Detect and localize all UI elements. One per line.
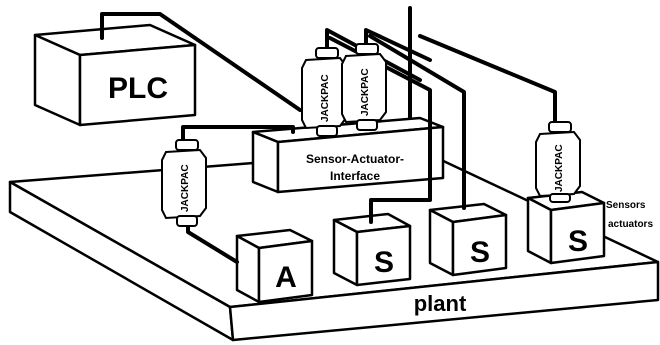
jackpac-top-2: JACKPAC	[341, 43, 387, 131]
jackpac-top-1: JACKPAC	[301, 47, 347, 137]
jackpac-left-label: JACKPAC	[180, 164, 191, 212]
jackpac-left: JACKPAC	[161, 139, 207, 227]
jackpac-right-label: JACKPAC	[554, 144, 565, 192]
cable-module-s2	[368, 34, 466, 210]
jackpac-right: JACKPAC	[535, 121, 581, 203]
jackpac-top-1-label: JACKPAC	[320, 74, 331, 122]
cable-interface-left-jackpac	[181, 125, 295, 146]
jackpac-top-2-label: JACKPAC	[360, 68, 371, 116]
module-a-label: A	[275, 261, 297, 294]
module-s2-label: S	[470, 236, 490, 269]
module-s3-label: S	[568, 225, 588, 258]
actuator-module-a	[235, 228, 314, 304]
cable-top-jackpac-1	[325, 28, 422, 82]
sensor-module-2	[428, 202, 508, 277]
cable-module-s3	[418, 34, 557, 137]
module-s1-label: S	[374, 246, 394, 279]
plant-label: plant	[414, 291, 467, 316]
plc-label: PLC	[108, 72, 168, 105]
sensor-module-1	[332, 212, 412, 287]
interface-label-line2: Interface	[330, 169, 380, 183]
sensors-label: Sensors	[606, 200, 646, 211]
interface-box	[251, 116, 445, 194]
cable-plc-interface	[100, 12, 302, 112]
plc-box	[33, 23, 197, 127]
cable-module-s1	[328, 36, 432, 224]
interface-label-line1: Sensor-Actuator-	[306, 152, 404, 166]
actuators-label: actuators	[608, 219, 653, 230]
